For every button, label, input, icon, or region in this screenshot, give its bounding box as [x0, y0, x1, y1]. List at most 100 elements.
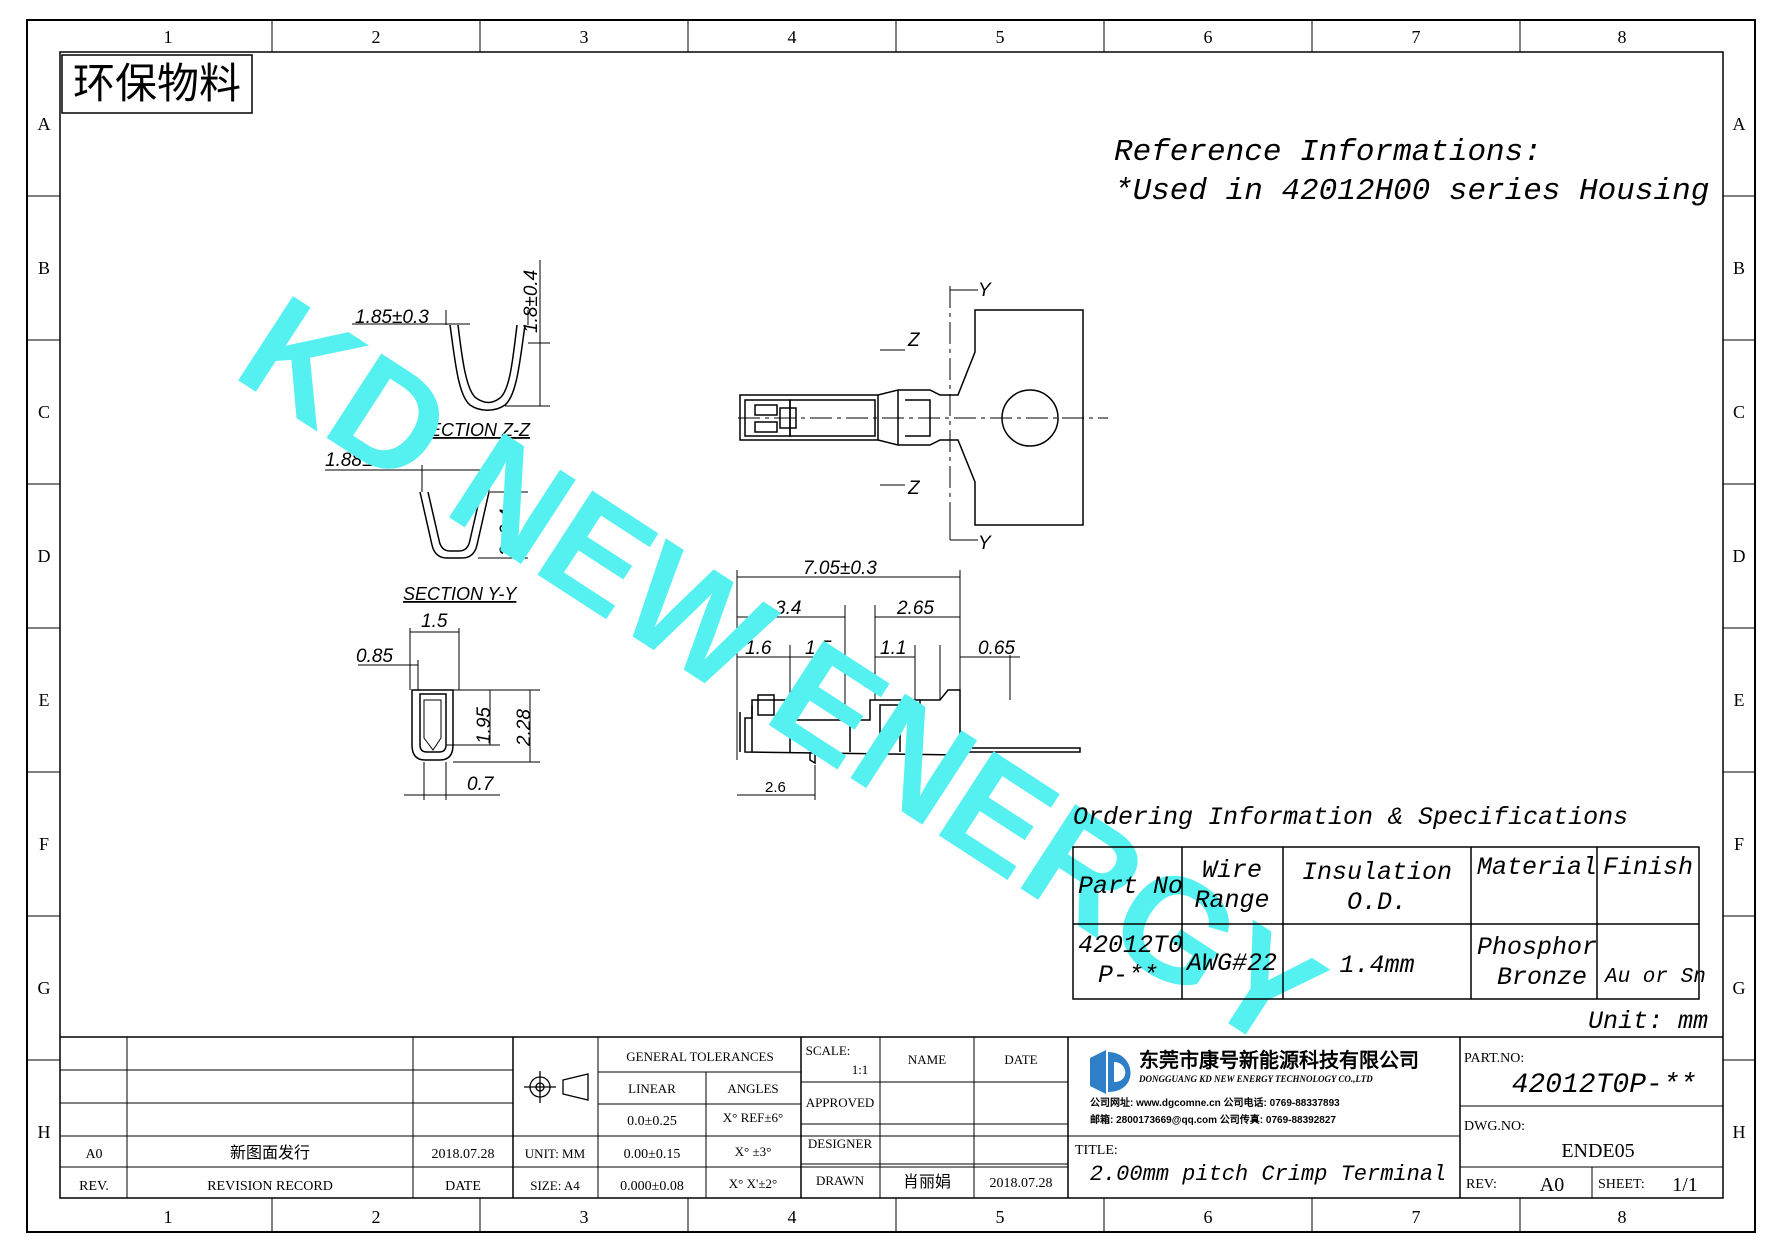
zone-col-8: 8 — [1618, 27, 1627, 47]
reference-line-1: Reference Informations: — [1114, 135, 1542, 170]
section-yy-view — [325, 465, 528, 559]
dim-c: 1.6 — [745, 638, 772, 659]
company-contact-2: 邮箱: 2800173669@qq.com 公司传真: 0769-8839282… — [1090, 1113, 1336, 1126]
title-label: TITLE: — [1075, 1143, 1118, 1158]
ordering-cells: Part No Wire Range Insulation O.D. Mater… — [1078, 853, 1706, 992]
side-view — [736, 570, 1081, 800]
drawn-name: 肖丽娟 — [903, 1173, 951, 1191]
angles-header: ANGLES — [727, 1081, 778, 1096]
rev-header: REV. — [79, 1179, 109, 1194]
zone-col-3: 3 — [580, 27, 589, 47]
dim-end-1: 1.5 — [421, 611, 448, 632]
mark-y-top: Y — [978, 280, 992, 301]
zone-col-6: 6 — [1204, 1207, 1213, 1227]
rev-label: REV: — [1466, 1177, 1497, 1192]
rev-record-row: 新图面发行 — [230, 1144, 310, 1162]
approved-label: APPROVED — [806, 1095, 875, 1110]
mark-z-top: Z — [907, 330, 921, 351]
zone-row-d: D — [38, 546, 51, 566]
zone-row-f: F — [39, 834, 49, 854]
size-label: SIZE: A4 — [530, 1178, 580, 1193]
zone-row-g: G — [1733, 978, 1746, 998]
name-header: NAME — [908, 1052, 946, 1067]
ordering-table — [1072, 846, 1700, 1000]
zone-row-h: H — [1733, 1122, 1746, 1142]
title-value: 2.00mm pitch Crimp Terminal — [1090, 1162, 1446, 1187]
rev-date-header: DATE — [445, 1179, 481, 1194]
ordering-unit: Unit: mm — [1588, 1007, 1708, 1036]
zone-col-5: 5 — [996, 27, 1005, 47]
zone-col-4: 4 — [788, 27, 797, 47]
section-zz-view — [352, 260, 550, 411]
rev-date-row: 2018.07.28 — [432, 1147, 495, 1162]
dim-end-2: 0.85 — [356, 646, 393, 667]
tol-linear-2: 0.00±0.15 — [624, 1147, 681, 1162]
sheet-frame — [26, 19, 1756, 1233]
tolerances-header: GENERAL TOLERANCES — [626, 1049, 773, 1064]
rev-record-header: REVISION RECORD — [207, 1179, 333, 1194]
title-block-text: A0 新图面发行 2018.07.28 REV. REVISION RECORD… — [79, 1043, 1052, 1194]
hdr-finish: Finish — [1603, 853, 1693, 882]
dim-yy-height: 2±0.4 — [497, 509, 518, 557]
hdr-wire-1: Wire — [1202, 856, 1262, 885]
reference-line-2: *Used in 42012H00 series Housing — [1114, 174, 1709, 209]
tol-angle-2: X° ±3° — [735, 1144, 772, 1159]
drawn-date: 2018.07.28 — [990, 1176, 1053, 1191]
zone-row-b: B — [38, 258, 50, 278]
cell-wire: AWG#22 — [1185, 949, 1277, 978]
zone-row-a: A — [38, 114, 51, 134]
zone-col-1: 1 — [164, 1207, 173, 1227]
tol-linear-1: 0.0±0.25 — [627, 1114, 677, 1129]
scale-label: SCALE: — [806, 1043, 851, 1058]
dim-a: 3.4 — [775, 598, 801, 619]
zone-col-2: 2 — [372, 1207, 381, 1227]
dim-d: 1.5 — [805, 638, 832, 659]
top-view — [738, 286, 1108, 541]
section-yy-label: SECTION Y-Y — [403, 584, 518, 604]
cell-part-2: P-** — [1098, 961, 1158, 990]
hdr-ins-2: O.D. — [1347, 888, 1407, 917]
zone-row-c: C — [38, 402, 50, 422]
unit-label: UNIT: MM — [525, 1146, 586, 1161]
zone-col-7: 7 — [1412, 27, 1421, 47]
cell-mat-2: Bronze — [1497, 963, 1587, 992]
date-header: DATE — [1004, 1052, 1037, 1067]
zone-row-e: E — [39, 690, 50, 710]
dwg-no-value: ENDE05 — [1561, 1140, 1634, 1162]
dim-b: 2.65 — [896, 598, 934, 619]
drawn-label: DRAWN — [816, 1173, 865, 1188]
zone-col-1: 1 — [164, 27, 173, 47]
zone-labels-bottom: 1 2 3 4 5 6 7 8 — [164, 1207, 1627, 1227]
sheet-value: 1/1 — [1672, 1174, 1698, 1196]
company-name-cn: 东莞市康号新能源科技有限公司 — [1139, 1048, 1419, 1072]
dim-overall: 7.05±0.3 — [803, 558, 877, 579]
dwg-no-label: DWG.NO: — [1464, 1119, 1525, 1134]
dim-yy-width: 1.88±0.3 — [325, 450, 399, 471]
zone-row-b: B — [1733, 258, 1745, 278]
zone-labels-top: 1 2 3 4 5 6 7 8 — [164, 27, 1627, 47]
company-name-en: DONGGUANG KD NEW ENERGY TECHNOLOGY CO.,L… — [1138, 1074, 1373, 1084]
zone-col-8: 8 — [1618, 1207, 1627, 1227]
tol-angle-3: X° X'±2° — [729, 1176, 777, 1191]
rev-value-row: A0 — [85, 1147, 102, 1162]
zone-col-7: 7 — [1412, 1207, 1421, 1227]
dim-g: 2.6 — [765, 779, 786, 796]
hdr-material: Material — [1477, 853, 1597, 882]
dim-end-5: 0.7 — [467, 774, 495, 795]
eco-label-box — [61, 54, 253, 114]
end-view — [358, 628, 540, 800]
zone-col-2: 2 — [372, 27, 381, 47]
company-contact-1: 公司网址: www.dgcomne.cn 公司电话: 0769-88337893 — [1090, 1096, 1340, 1109]
cell-finish: Au or Sn — [1603, 966, 1706, 989]
linear-header: LINEAR — [628, 1081, 676, 1096]
projection-symbol-icon — [524, 1071, 589, 1103]
mark-y-bottom: Y — [978, 533, 992, 554]
side-view-dims: 7.05±0.3 3.4 2.65 1.6 1.5 1.1 0.65 2.6 — [745, 558, 1015, 796]
scale-value: 1:1 — [852, 1062, 869, 1077]
section-marks: Y Y Z Z — [907, 280, 992, 554]
zone-row-f: F — [1734, 834, 1744, 854]
zone-col-6: 6 — [1204, 27, 1213, 47]
dim-zz-height: 1.8±0.4 — [521, 270, 542, 333]
zone-row-g: G — [38, 978, 51, 998]
